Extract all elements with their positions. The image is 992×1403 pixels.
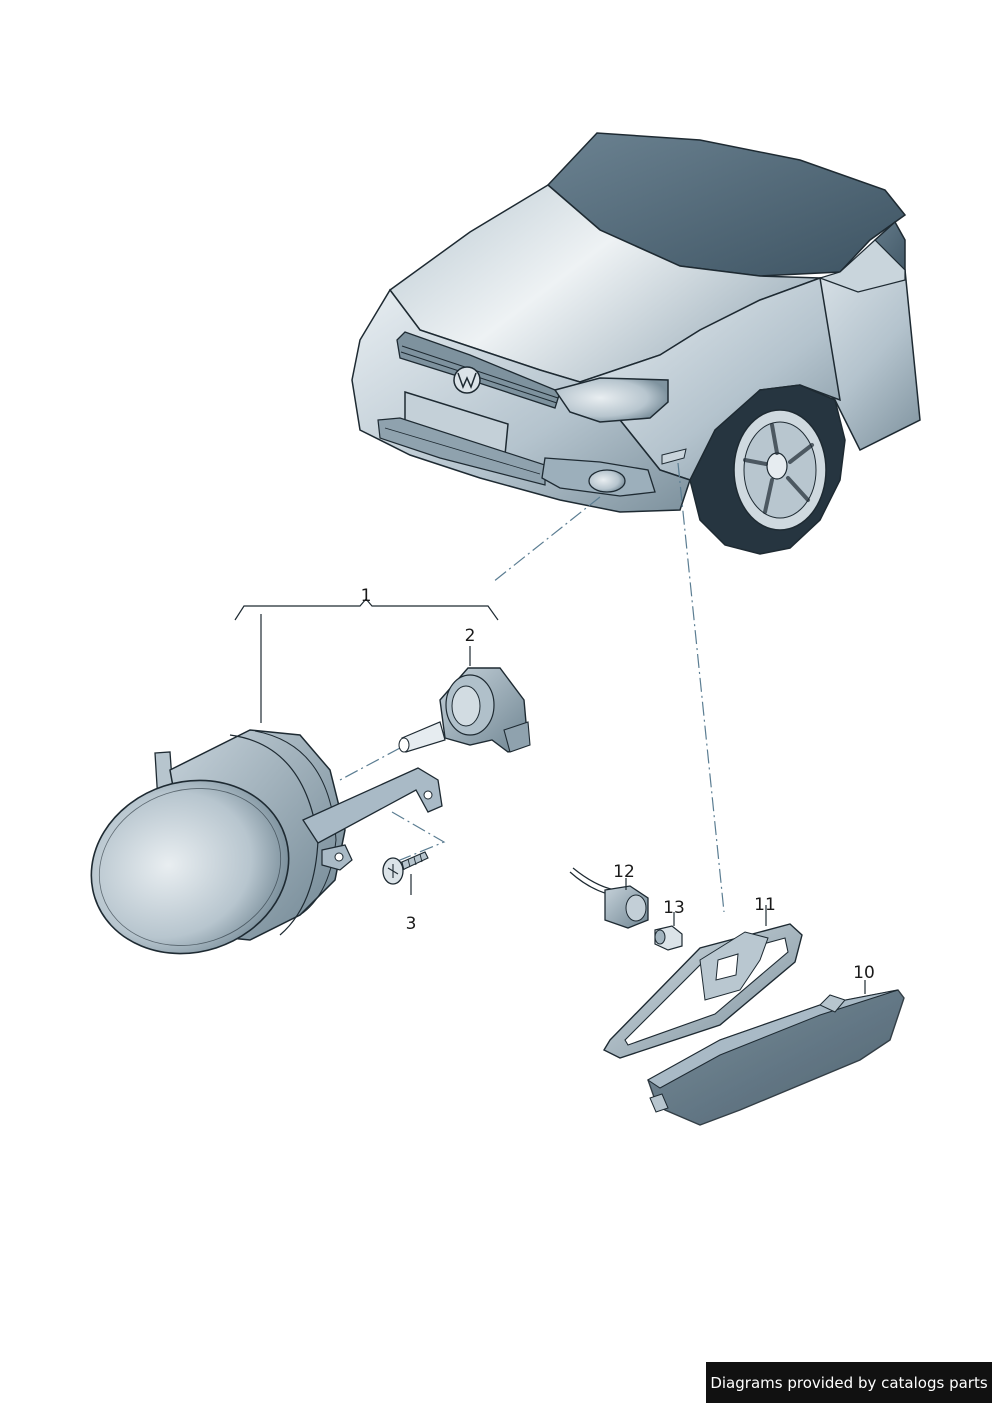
- upper-grille: [396, 331, 561, 409]
- fog-lamp-on-car: [588, 469, 626, 493]
- car-front-illustration: [351, 132, 921, 555]
- callout-1: 1: [361, 586, 372, 606]
- leader-lines: [339, 462, 725, 913]
- callout-10: 10: [853, 963, 875, 983]
- lamp-lens: [90, 779, 290, 955]
- bulb-socket: [569, 867, 649, 929]
- callout-11: 11: [754, 895, 776, 915]
- credit-text: Diagrams provided by catalogs parts: [710, 1373, 988, 1392]
- a-pillar: [818, 239, 906, 293]
- wheel-hub: [766, 452, 788, 480]
- screw: [382, 851, 429, 895]
- mounting-bracket: [302, 767, 443, 844]
- callout-bracket: [234, 598, 499, 723]
- fog-lamp-bulb: [398, 646, 531, 753]
- brand-logo: [453, 366, 481, 394]
- side-marker-on-car: [661, 448, 687, 465]
- callout-labels: 1 2 3 10 11 12 13: [361, 586, 875, 983]
- callout-3: 3: [406, 914, 417, 934]
- headlight: [553, 377, 669, 423]
- callout-13: 13: [663, 898, 685, 918]
- side-marker-lens: [647, 980, 905, 1126]
- callout-2: 2: [465, 626, 476, 646]
- callout-12: 12: [613, 862, 635, 882]
- credit-banner: Diagrams provided by catalogs parts: [706, 1362, 992, 1403]
- marker-lamp-holder: [603, 905, 803, 1059]
- lower-grille: [377, 417, 546, 486]
- marker-bulb: [654, 912, 683, 951]
- fog-lamp-assembly: [90, 729, 443, 955]
